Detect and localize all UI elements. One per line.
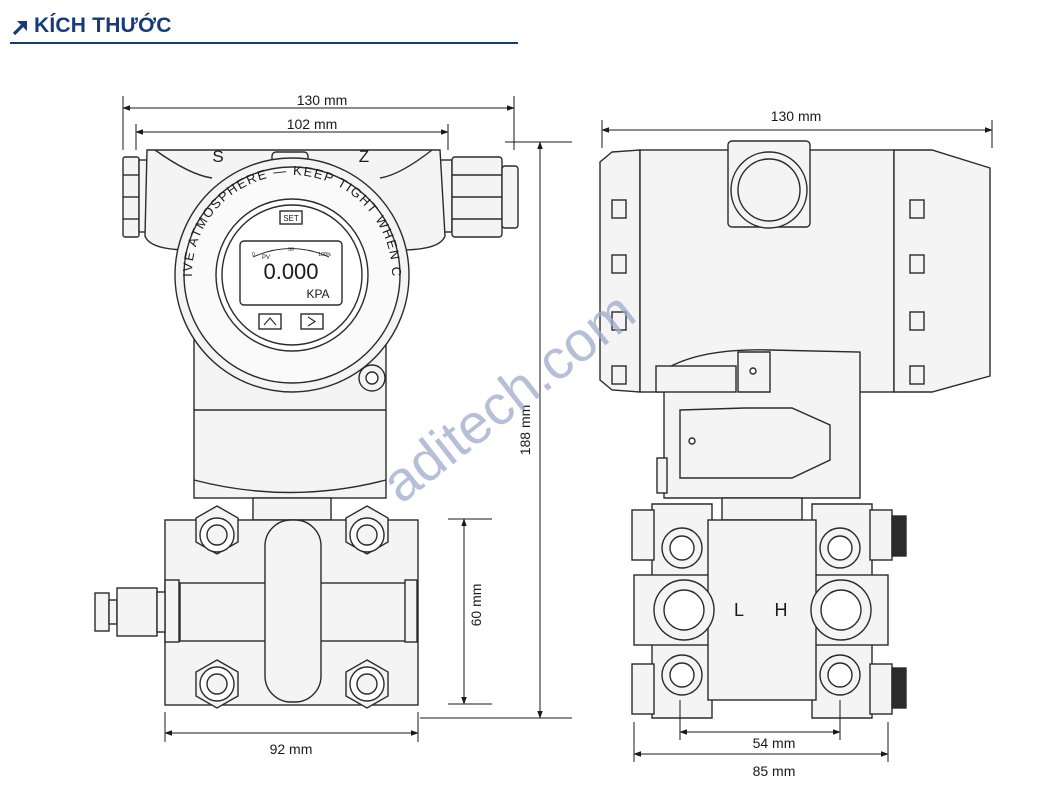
lcd-scale-full: 100% [318, 252, 331, 258]
right-cable-gland [439, 156, 519, 238]
port-label-high: H [775, 600, 788, 620]
vent-valve [94, 587, 166, 637]
lcd-scale-pv: PV [262, 255, 270, 261]
port-label-z: Z [359, 147, 369, 166]
flange-bolt [195, 659, 239, 709]
side-dim-flange-width: 85 mm [753, 763, 796, 779]
front-view [94, 149, 519, 709]
header-divider [10, 42, 518, 44]
front-dimensions [122, 96, 572, 742]
dim-height: 188 mm [517, 405, 533, 456]
arrow-up-right-icon [12, 21, 27, 36]
lcd-scale-fifty: 50 [288, 247, 294, 253]
lcd-unit: KPA [306, 287, 329, 301]
left-cable-gland [122, 156, 150, 238]
chevron-right-icon [307, 316, 317, 327]
section-title: KÍCH THƯỚC [34, 14, 172, 37]
sensor-connector [252, 497, 332, 521]
lcd-scale-zero: 0 [252, 252, 255, 258]
dim-overall-width: 130 mm [297, 92, 348, 108]
set-button-label: SET [283, 214, 299, 223]
lcd-screen [239, 240, 343, 306]
dim-flange-width: 92 mm [270, 741, 313, 757]
side-dimensions [601, 120, 993, 762]
right-button [300, 313, 324, 330]
side-dim-port-spacing: 54 mm [753, 735, 796, 751]
flange-bolt [345, 659, 389, 709]
chevron-up-icon [263, 317, 277, 326]
right-end-cap [893, 149, 991, 393]
dim-flange-height: 60 mm [468, 584, 484, 627]
flange-bolt [345, 505, 389, 555]
dim-housing-width: 102 mm [287, 116, 338, 132]
port-label-low: L [734, 600, 744, 620]
up-button [258, 313, 282, 330]
side-view [599, 140, 991, 719]
flange-center-slot [264, 519, 322, 703]
watermark: aditech.com [370, 279, 647, 515]
set-button [279, 210, 303, 225]
section-header: KÍCH THƯỚC [10, 14, 518, 46]
flange-bolt [195, 505, 239, 555]
lcd-value: 0.000 [263, 259, 318, 284]
port-label-s: S [212, 147, 223, 166]
side-dim-overall-width: 130 mm [771, 108, 822, 124]
